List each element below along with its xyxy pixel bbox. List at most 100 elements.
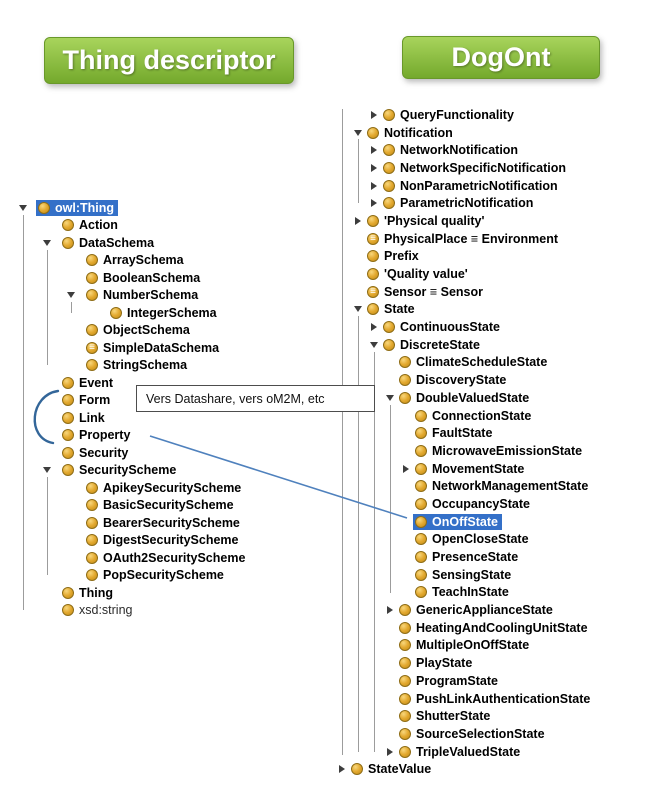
tree-item[interactable]: 'Physical quality' bbox=[0, 212, 669, 230]
tree-node[interactable]: PushLinkAuthenticationState bbox=[397, 691, 594, 707]
tree-node[interactable]: MovementState bbox=[413, 461, 528, 477]
tree-node[interactable]: PresenceState bbox=[413, 549, 522, 565]
collapse-arrow-icon[interactable] bbox=[382, 389, 397, 407]
tree-item[interactable]: BearerSecurityScheme bbox=[0, 514, 420, 532]
tree-item[interactable]: HeatingAndCoolingUnitState bbox=[0, 619, 669, 637]
tree-node[interactable]: ArraySchema bbox=[84, 252, 188, 268]
selected-tree-node[interactable]: OnOffState bbox=[413, 513, 502, 530]
tree-item[interactable]: ShutterState bbox=[0, 707, 669, 725]
expand-arrow-icon[interactable] bbox=[350, 212, 365, 230]
collapse-arrow-icon[interactable] bbox=[366, 336, 381, 354]
tree-item[interactable]: DiscoveryState bbox=[0, 371, 669, 389]
tree-node[interactable]: BooleanSchema bbox=[84, 270, 204, 286]
tree-item[interactable]: xsd:string bbox=[0, 602, 420, 620]
expand-arrow-icon[interactable] bbox=[366, 159, 381, 177]
tree-node[interactable]: MicrowaveEmissionState bbox=[413, 443, 586, 459]
tree-item[interactable]: GenericApplianceState bbox=[0, 601, 669, 619]
tree-item[interactable]: PlayState bbox=[0, 654, 669, 672]
tree-node[interactable]: 'Quality value' bbox=[365, 266, 472, 282]
tree-node[interactable]: MultipleOnOffState bbox=[397, 637, 533, 653]
tree-item[interactable]: TripleValuedState bbox=[0, 743, 669, 761]
tree-item[interactable]: ≡Sensor ≡ Sensor bbox=[0, 283, 669, 301]
tree-node[interactable]: DiscoveryState bbox=[397, 372, 510, 388]
tree-item[interactable]: PresenceState bbox=[0, 548, 669, 566]
tree-node[interactable]: State bbox=[365, 301, 419, 317]
tree-node[interactable]: ClimateScheduleState bbox=[397, 354, 551, 370]
expand-arrow-icon[interactable] bbox=[366, 106, 381, 124]
tree-item[interactable]: Property bbox=[0, 427, 420, 445]
tree-item[interactable]: MultipleOnOffState bbox=[0, 637, 669, 655]
tree-item[interactable]: IntegerSchema bbox=[0, 304, 420, 322]
tree-node[interactable]: PopSecurityScheme bbox=[84, 567, 228, 583]
tree-item[interactable]: ProgramState bbox=[0, 672, 669, 690]
tree-item[interactable]: DiscreteState bbox=[0, 336, 669, 354]
tree-node[interactable]: OccupancyState bbox=[413, 496, 534, 512]
tree-node[interactable]: TeachInState bbox=[413, 584, 513, 600]
collapse-arrow-icon[interactable] bbox=[34, 462, 60, 480]
tree-item[interactable]: PopSecurityScheme bbox=[0, 567, 420, 585]
tree-item[interactable]: TeachInState bbox=[0, 584, 669, 602]
expand-arrow-icon[interactable] bbox=[366, 194, 381, 212]
tree-item[interactable]: NetworkNotification bbox=[0, 141, 669, 159]
tree-node[interactable]: ProgramState bbox=[397, 673, 502, 689]
tree-node[interactable]: ≡SimpleDataSchema bbox=[84, 340, 223, 356]
tree-item[interactable]: Security bbox=[0, 444, 420, 462]
expand-arrow-icon[interactable] bbox=[366, 141, 381, 159]
tree-node[interactable]: DigestSecurityScheme bbox=[84, 532, 242, 548]
tree-node[interactable]: NonParametricNotification bbox=[381, 178, 562, 194]
tree-node[interactable]: HeatingAndCoolingUnitState bbox=[397, 620, 592, 636]
tree-node[interactable]: DoubleValuedState bbox=[397, 390, 533, 406]
tree-node[interactable]: OpenCloseState bbox=[413, 531, 533, 547]
tree-node[interactable]: IntegerSchema bbox=[108, 305, 221, 321]
tree-item[interactable]: MovementState bbox=[0, 460, 669, 478]
tree-item[interactable]: OpenCloseState bbox=[0, 531, 669, 549]
tree-item[interactable]: SensingState bbox=[0, 566, 669, 584]
tree-node[interactable]: ParametricNotification bbox=[381, 195, 537, 211]
tree-node[interactable]: SourceSelectionState bbox=[397, 726, 549, 742]
tree-node[interactable]: TripleValuedState bbox=[397, 744, 524, 760]
tree-node[interactable]: Prefix bbox=[365, 248, 423, 264]
tree-item[interactable]: Thing bbox=[0, 584, 420, 602]
tree-node[interactable]: PlayState bbox=[397, 655, 476, 671]
tree-item[interactable]: State bbox=[0, 301, 669, 319]
tree-item[interactable]: NonParametricNotification bbox=[0, 177, 669, 195]
tree-item[interactable]: SourceSelectionState bbox=[0, 725, 669, 743]
expand-arrow-icon[interactable] bbox=[366, 318, 381, 336]
expand-arrow-icon[interactable] bbox=[382, 601, 397, 619]
tree-item[interactable]: DataSchema bbox=[0, 234, 420, 252]
tree-item[interactable]: OccupancyState bbox=[0, 495, 669, 513]
tree-item[interactable]: ContinuousState bbox=[0, 318, 669, 336]
tree-item[interactable]: ≡PhysicalPlace ≡ Environment bbox=[0, 230, 669, 248]
tree-item[interactable]: StringSchema bbox=[0, 357, 420, 375]
tree-node[interactable]: Property bbox=[60, 427, 134, 443]
tree-item[interactable]: Link bbox=[0, 409, 420, 427]
tree-node[interactable]: Form bbox=[60, 392, 114, 408]
tree-item[interactable]: ≡SimpleDataSchema bbox=[0, 339, 420, 357]
tree-node[interactable]: Event bbox=[60, 375, 117, 391]
tree-item[interactable]: Event bbox=[0, 374, 420, 392]
expand-arrow-icon[interactable] bbox=[366, 177, 381, 195]
tree-node[interactable]: Link bbox=[60, 410, 109, 426]
tree-item[interactable]: BooleanSchema bbox=[0, 269, 420, 287]
tree-item[interactable]: ConnectionState bbox=[0, 407, 669, 425]
tree-node[interactable]: NumberSchema bbox=[84, 287, 202, 303]
tree-node[interactable]: Thing bbox=[60, 585, 117, 601]
expand-arrow-icon[interactable] bbox=[334, 760, 349, 778]
tree-node[interactable]: NetworkManagementState bbox=[413, 478, 592, 494]
tree-item[interactable]: owl:Thing bbox=[0, 199, 420, 217]
tree-item[interactable]: Action bbox=[0, 217, 420, 235]
collapse-arrow-icon[interactable] bbox=[10, 199, 36, 217]
tree-item[interactable]: OnOffState bbox=[0, 513, 669, 531]
tree-node[interactable]: ObjectSchema bbox=[84, 322, 194, 338]
tree-node[interactable]: OAuth2SecurityScheme bbox=[84, 550, 249, 566]
tree-node[interactable]: StateValue bbox=[349, 761, 435, 777]
tree-node[interactable]: ShutterState bbox=[397, 708, 494, 724]
tree-item[interactable]: Form bbox=[0, 392, 420, 410]
tree-item[interactable]: 'Quality value' bbox=[0, 265, 669, 283]
tree-item[interactable]: ParametricNotification bbox=[0, 194, 669, 212]
tree-node[interactable]: ≡Sensor ≡ Sensor bbox=[365, 284, 487, 300]
tree-item[interactable]: DoubleValuedState bbox=[0, 389, 669, 407]
tree-node[interactable]: StringSchema bbox=[84, 357, 191, 373]
tree-node[interactable]: BearerSecurityScheme bbox=[84, 515, 244, 531]
tree-item[interactable]: NetworkSpecificNotification bbox=[0, 159, 669, 177]
